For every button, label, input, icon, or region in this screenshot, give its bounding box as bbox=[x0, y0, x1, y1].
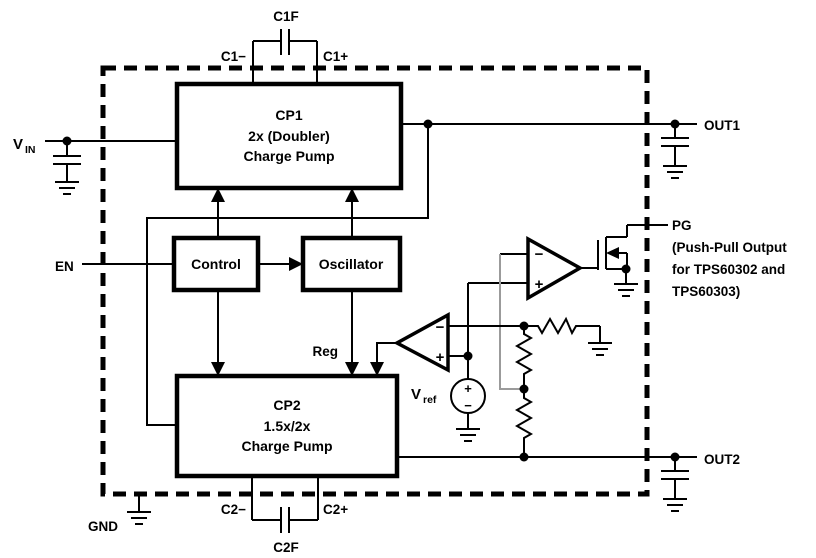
mosfet-body-arrow-icon bbox=[606, 247, 619, 259]
cp1-subtitle: 2x (Doubler) bbox=[248, 128, 330, 144]
pg-mosfet bbox=[597, 225, 638, 297]
c2f-label: C2F bbox=[273, 540, 299, 555]
oscillator-to-cp2-arrow-icon bbox=[345, 362, 359, 376]
control-to-cp1-arrow-icon bbox=[211, 188, 225, 202]
cp1-block: CP1 2x (Doubler) Charge Pump bbox=[174, 81, 404, 191]
cp1-box bbox=[174, 81, 404, 191]
cp1-subtitle2: Charge Pump bbox=[243, 148, 334, 164]
pg-comparator-symbol bbox=[526, 236, 584, 302]
vref-ground-icon bbox=[456, 428, 480, 442]
cp1-title: CP1 bbox=[275, 107, 302, 123]
out1-pin: OUT1 bbox=[401, 118, 740, 179]
control-block: Control bbox=[171, 235, 261, 293]
oscillator-label: Oscillator bbox=[319, 256, 384, 272]
pg-note-line1: (Push-Pull Output bbox=[672, 240, 787, 255]
reg-comparator-symbol bbox=[393, 312, 450, 373]
divider-resistor-top bbox=[514, 326, 534, 389]
mosfet-ground-icon bbox=[614, 283, 638, 297]
out2-pin: OUT2 bbox=[397, 452, 740, 512]
out1-label: OUT1 bbox=[704, 118, 740, 133]
vref-plus-sign: + bbox=[464, 381, 472, 396]
vin-pin: V IN bbox=[13, 136, 177, 195]
cp2-block: CP2 1.5x/2x Charge Pump bbox=[174, 373, 400, 479]
pg-comp-minus-sign: − bbox=[535, 246, 544, 263]
vin-label: V bbox=[13, 136, 23, 153]
c1-plus-label: C1+ bbox=[323, 49, 348, 64]
gnd-ground-icon bbox=[127, 511, 151, 525]
cp2-subtitle: 1.5x/2x bbox=[264, 418, 311, 434]
pg-note-line3: TPS60303) bbox=[672, 284, 740, 299]
divider-resistor-horizontal bbox=[524, 316, 600, 336]
cp2-title: CP2 bbox=[273, 397, 300, 413]
control-signal-wires: Reg bbox=[211, 188, 397, 376]
vref-source: + − V ref bbox=[411, 378, 486, 442]
oscillator-to-cp1-arrow-icon bbox=[345, 188, 359, 202]
divider-ground-icon bbox=[588, 342, 612, 356]
comparator-to-cp2-arrow-icon bbox=[370, 362, 384, 376]
vref-label-subscript: ref bbox=[423, 394, 437, 406]
divider-bottom-dot bbox=[519, 452, 529, 462]
pg-comp-plus-sign: + bbox=[535, 276, 544, 293]
comparator-to-cp2-wire bbox=[376, 342, 397, 364]
reg-label: Reg bbox=[312, 344, 338, 359]
gnd-pin: GND bbox=[88, 494, 151, 534]
out1-ground-icon bbox=[663, 165, 687, 179]
c1f-label: C1F bbox=[273, 9, 299, 24]
en-label: EN bbox=[55, 259, 74, 274]
divider-resistor-bottom bbox=[514, 389, 534, 457]
vin-label-subscript: IN bbox=[25, 144, 36, 156]
vref-label: V bbox=[411, 386, 421, 403]
out2-ground-icon bbox=[663, 498, 687, 512]
out2-label: OUT2 bbox=[704, 452, 740, 467]
ic-boundary-dashed-box bbox=[100, 65, 650, 497]
control-to-oscillator-arrow-icon bbox=[289, 257, 303, 271]
cp2-subtitle2: Charge Pump bbox=[241, 438, 332, 454]
c2-plus-label: C2+ bbox=[323, 502, 348, 517]
reg-comp-plus-sign: + bbox=[436, 349, 445, 366]
oscillator-box bbox=[300, 235, 403, 293]
pg-comp-feedback-wire bbox=[499, 254, 520, 390]
control-box bbox=[171, 235, 261, 293]
en-pin: EN bbox=[55, 259, 174, 274]
c2-minus-label: C2− bbox=[221, 502, 246, 517]
pg-pin: PG (Push-Pull Output for TPS60302 and TP… bbox=[627, 218, 787, 299]
reg-comp-minus-sign: − bbox=[436, 319, 445, 336]
reg-comparator: − + bbox=[393, 312, 524, 373]
cp2-box bbox=[174, 373, 400, 479]
gnd-label: GND bbox=[88, 519, 118, 534]
pg-comparator: − + bbox=[467, 236, 598, 390]
c1-minus-label: C1− bbox=[221, 49, 246, 64]
pg-note-line2: for TPS60302 and bbox=[672, 262, 785, 277]
feedback-divider bbox=[514, 316, 612, 462]
vref-junction-dot bbox=[463, 351, 473, 361]
out1-feedback-wire bbox=[146, 124, 429, 426]
vref-minus-sign: − bbox=[464, 398, 472, 413]
pg-label: PG bbox=[672, 218, 692, 233]
c1-flying-cap: C1F C1− C1+ bbox=[221, 9, 348, 84]
control-to-cp2-arrow-icon bbox=[211, 362, 225, 376]
oscillator-block: Oscillator bbox=[300, 235, 403, 293]
vin-ground-icon bbox=[55, 181, 79, 195]
c2-flying-cap: C2− C2+ C2F bbox=[221, 476, 348, 555]
control-label: Control bbox=[191, 256, 241, 272]
